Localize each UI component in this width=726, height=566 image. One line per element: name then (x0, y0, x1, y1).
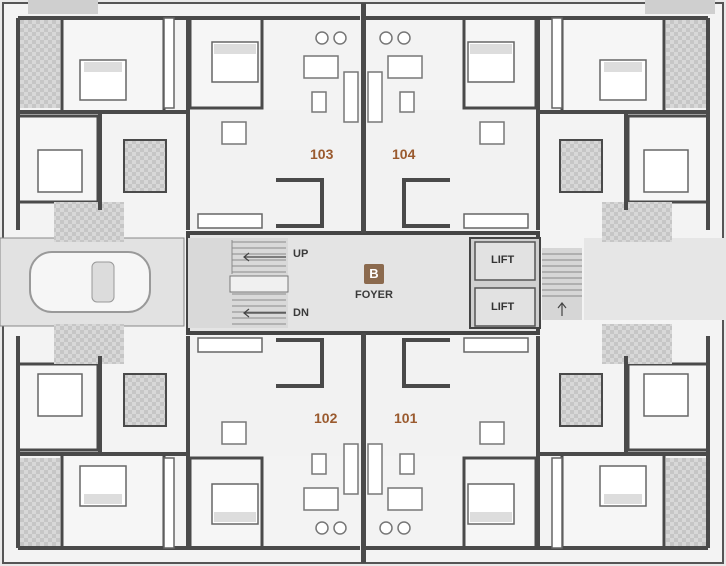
fire-stair-arrow (557, 302, 567, 316)
unit-number-102: 102 (314, 410, 338, 426)
wardrobe (551, 457, 563, 549)
dining-table (221, 421, 247, 445)
balcony-chair (333, 31, 347, 45)
unit-walls (366, 336, 710, 550)
utility-tiles (602, 202, 672, 242)
pillow (84, 62, 122, 72)
tv-unit (399, 453, 415, 475)
unit-103-plan (16, 16, 360, 242)
toilet-tiles (18, 458, 60, 548)
living-area (190, 110, 360, 230)
unit-number-101: 101 (394, 410, 418, 426)
master-bed (643, 373, 689, 417)
sofa (303, 487, 339, 511)
pillow (604, 62, 642, 72)
tv-unit (399, 91, 415, 113)
sofa (303, 55, 339, 79)
wardrobe (163, 457, 175, 549)
bathroom-tiles (123, 373, 167, 427)
sofa (387, 487, 423, 511)
stair-treads (231, 240, 286, 325)
fire-stair-treads (542, 253, 582, 297)
kitchen-platform (463, 213, 529, 229)
kitchen-counter (276, 178, 324, 228)
stair-down-label: DN (293, 307, 309, 319)
living-area (366, 336, 536, 456)
kitchen-platform (463, 337, 529, 353)
side-sofa (343, 443, 359, 495)
toilet-tiles (18, 18, 60, 108)
master-bed (643, 149, 689, 193)
pillow-2 (214, 44, 256, 54)
pillow (604, 494, 642, 504)
utility-tiles (54, 202, 124, 242)
stair-up-label: UP (293, 248, 309, 260)
bathroom-tiles (559, 139, 603, 193)
dining-table (479, 121, 505, 145)
tv-unit (311, 91, 327, 113)
balcony-chair (315, 31, 329, 45)
unit-walls (366, 16, 710, 230)
bathroom-tiles (559, 373, 603, 427)
wardrobe (163, 17, 175, 109)
unit-102-plan (16, 324, 360, 550)
master-bed (37, 149, 83, 193)
balcony-chair (397, 31, 411, 45)
utility-tiles (54, 324, 124, 364)
car-icon (29, 251, 151, 313)
right-entry-passage (584, 238, 726, 320)
foyer-badge: B (364, 264, 384, 284)
kitchen-counter (402, 338, 450, 388)
utility-tiles (602, 324, 672, 364)
pillow-2 (470, 44, 512, 54)
master-bed (37, 373, 83, 417)
balcony-top-right (645, 0, 715, 14)
toilet-tiles (666, 458, 708, 548)
kitchen-platform (197, 337, 263, 353)
sofa (387, 55, 423, 79)
toilet-tiles (666, 18, 708, 108)
lift-car-1 (474, 241, 536, 281)
unit-number-104: 104 (392, 146, 416, 162)
dining-table (479, 421, 505, 445)
unit-104-plan (366, 16, 710, 242)
unit-walls (16, 336, 360, 550)
living-area (366, 110, 536, 230)
balcony-chair (379, 31, 393, 45)
balcony-chair (379, 521, 393, 535)
pillow (84, 494, 122, 504)
wardrobe (551, 17, 563, 109)
balcony-chair (333, 521, 347, 535)
kitchen-platform (197, 213, 263, 229)
balcony-top-left (28, 0, 98, 14)
lift-label-2: LIFT (491, 301, 515, 313)
unit-number-103: 103 (310, 146, 334, 162)
kitchen-counter (402, 178, 450, 228)
party-wall-top (361, 3, 366, 233)
unit-101-plan (366, 324, 710, 550)
balcony-chair (397, 521, 411, 535)
car-windshield (91, 261, 115, 303)
living-area (190, 336, 360, 456)
tv-unit (311, 453, 327, 475)
side-sofa (367, 443, 383, 495)
stair-arrows (243, 252, 286, 318)
balcony-chair (315, 521, 329, 535)
unit-walls (16, 16, 360, 230)
bathroom-tiles (123, 139, 167, 193)
kitchen-counter (276, 338, 324, 388)
side-sofa (367, 71, 383, 123)
side-sofa (343, 71, 359, 123)
lift-car-2 (474, 287, 536, 327)
stair-landing (229, 275, 289, 293)
dining-table (221, 121, 247, 145)
lift-label-1: LIFT (491, 254, 515, 266)
pillow-2 (214, 512, 256, 522)
pillow-2 (470, 512, 512, 522)
foyer-label: FOYER (355, 289, 393, 301)
party-wall-bottom (361, 333, 366, 563)
